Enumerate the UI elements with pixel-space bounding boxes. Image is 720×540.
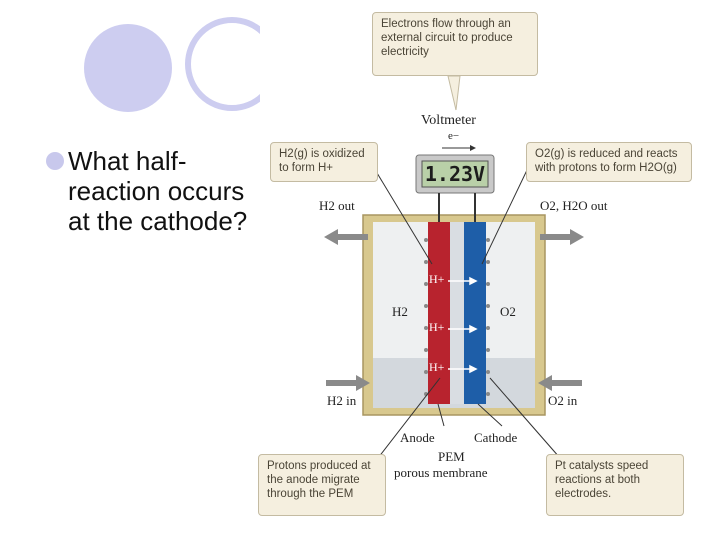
h2-out-label: H2 out bbox=[319, 198, 355, 213]
pem-membrane bbox=[450, 222, 464, 404]
o2-h2o-out-label: O2, H2O out bbox=[540, 198, 608, 213]
h2-out-arrow bbox=[324, 229, 368, 245]
h2-in-arrow bbox=[326, 375, 370, 391]
o2-chamber-label: O2 bbox=[500, 304, 516, 319]
top-callout-pointer-tip bbox=[447, 75, 461, 111]
o2-in-arrow bbox=[538, 375, 582, 391]
anode-label: Anode bbox=[400, 430, 435, 445]
proton-label-1: H+ bbox=[429, 272, 445, 286]
callout-pointers bbox=[373, 75, 561, 459]
callout-o2-reduced-text: O2(g) is reduced and reacts with protons… bbox=[535, 148, 678, 174]
cathode-electrode bbox=[464, 222, 486, 404]
pem-label: PEM bbox=[438, 449, 465, 464]
o2-in-label: O2 in bbox=[548, 393, 578, 408]
callout-h2-oxidized: H2(g) is oxidized to form H+ bbox=[270, 142, 378, 182]
proton-arrows bbox=[448, 276, 478, 374]
voltmeter-label: Voltmeter bbox=[421, 113, 476, 128]
filled-circle-decoration bbox=[84, 24, 172, 112]
anode-electrode bbox=[428, 222, 450, 404]
voltmeter-display bbox=[421, 160, 489, 188]
callout-electron-flow-text: Electrons flow through an external circu… bbox=[381, 18, 513, 58]
callout-pt-catalysts-text: Pt catalysts speed reactions at both ele… bbox=[555, 460, 649, 500]
decorative-circles bbox=[84, 17, 260, 112]
o2-h2o-out-arrow bbox=[540, 229, 584, 245]
bullet-icon bbox=[46, 152, 64, 170]
ring-circle-decoration bbox=[185, 17, 260, 111]
porous-membrane-label: porous membrane bbox=[394, 465, 488, 480]
callout-o2-reduced: O2(g) is reduced and reacts with protons… bbox=[526, 142, 692, 182]
h2-in-label: H2 in bbox=[327, 393, 357, 408]
callout-electron-flow: Electrons flow through an external circu… bbox=[372, 12, 538, 76]
electron-label: e− bbox=[448, 130, 460, 142]
question-text: What half-reaction occurs at the cathode… bbox=[68, 146, 248, 236]
proton-label-2: H+ bbox=[429, 320, 445, 334]
catalyst-dots bbox=[424, 238, 490, 396]
h2-chamber-label: H2 bbox=[392, 304, 408, 319]
callout-protons-migrate: Protons produced at the anode migrate th… bbox=[258, 454, 386, 516]
callout-h2-oxidized-text: H2(g) is oxidized to form H+ bbox=[279, 148, 365, 174]
callout-protons-migrate-text: Protons produced at the anode migrate th… bbox=[267, 460, 371, 500]
electron-arrowhead bbox=[470, 145, 476, 151]
callout-pt-catalysts: Pt catalysts speed reactions at both ele… bbox=[546, 454, 684, 516]
slide-question: What half-reaction occurs at the cathode… bbox=[46, 146, 258, 236]
proton-label-3: H+ bbox=[429, 360, 445, 374]
voltmeter-reading: 1.23V bbox=[424, 162, 486, 186]
cathode-label: Cathode bbox=[474, 430, 518, 445]
